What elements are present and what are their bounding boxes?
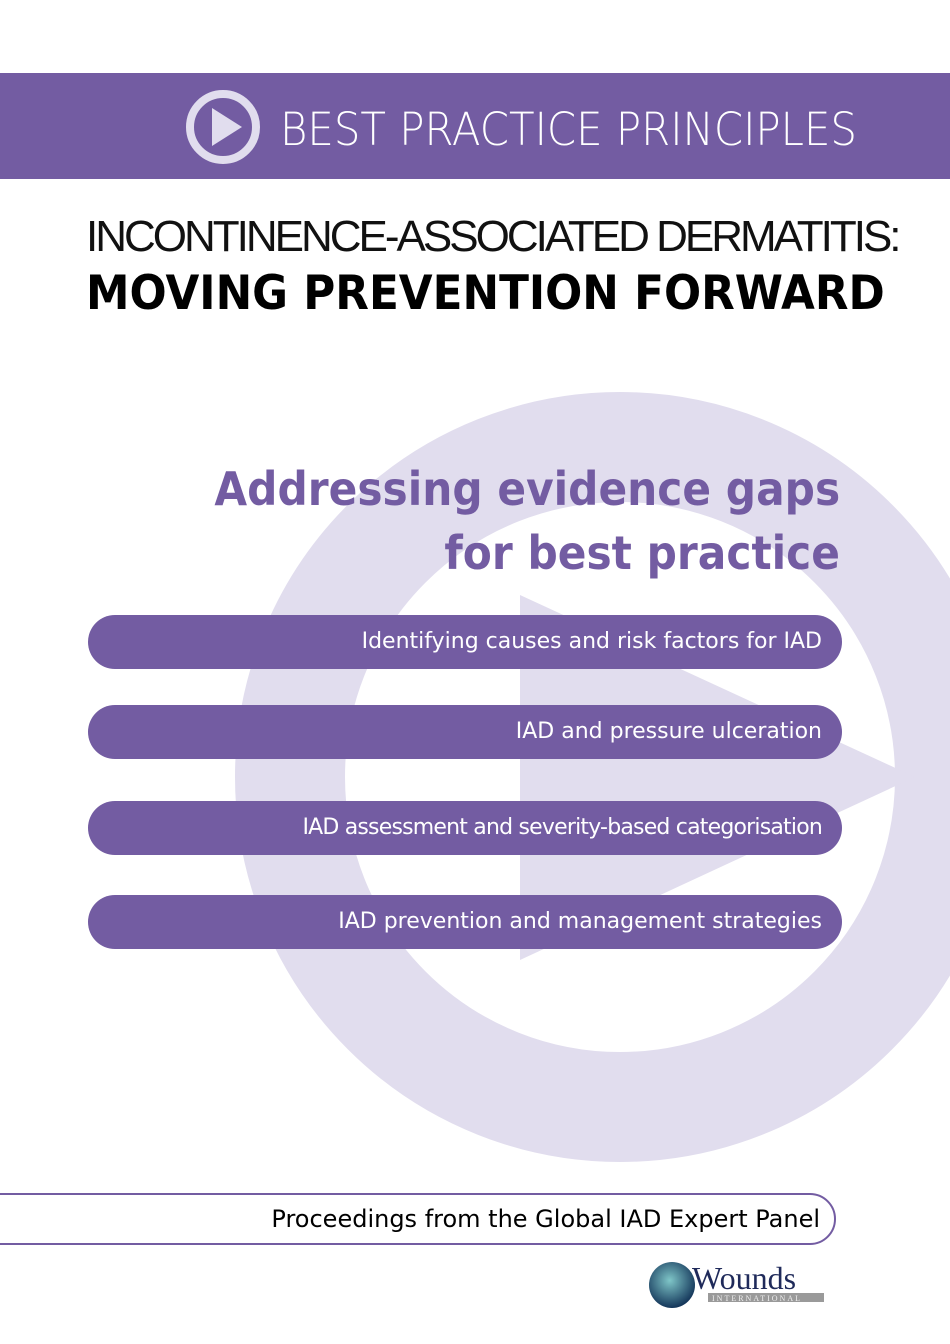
- svg-text:INTERNATIONAL: INTERNATIONAL: [712, 1294, 802, 1303]
- topic-bar: IAD and pressure ulceration: [88, 705, 842, 759]
- footer-banner: Proceedings from the Global IAD Expert P…: [0, 1193, 836, 1245]
- topic-bar: IAD prevention and management strategies: [88, 895, 842, 949]
- subtitle-line1: Addressing evidence gaps: [214, 462, 840, 516]
- svg-text:Wounds: Wounds: [692, 1260, 796, 1296]
- play-circle-icon: [186, 90, 260, 164]
- topic-bar: IAD assessment and severity-based catego…: [88, 801, 842, 855]
- document-title-line1: INCONTINENCE-ASSOCIATED DERMATITIS:: [86, 212, 902, 261]
- subtitle-line2: for best practice: [444, 526, 840, 580]
- wounds-international-logo: Wounds INTERNATIONAL: [649, 1260, 824, 1308]
- topic-bar: Identifying causes and risk factors for …: [88, 615, 842, 669]
- series-title: BEST PRACTICE PRINCIPLES: [280, 103, 857, 156]
- document-title-line2: MOVING PREVENTION FORWARD: [86, 266, 885, 321]
- header-band: [0, 73, 950, 179]
